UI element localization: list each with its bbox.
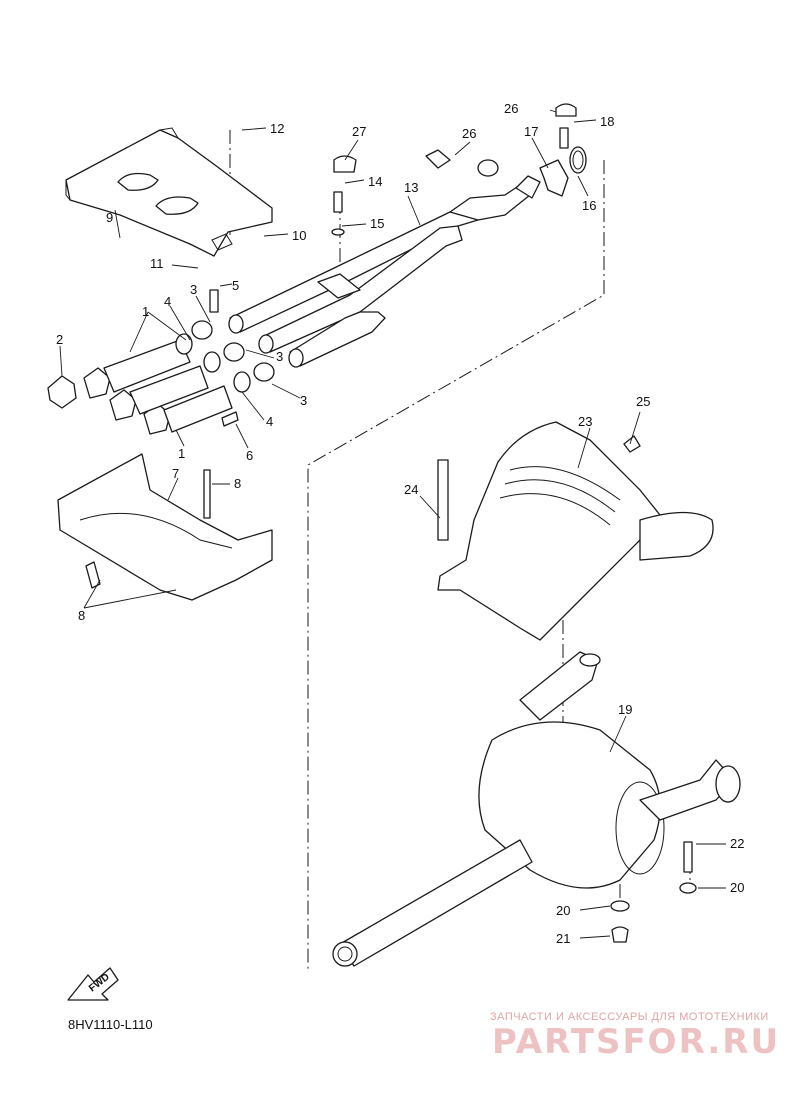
callout-4-lower: 4 [266,414,273,429]
callout-17: 17 [524,124,538,139]
muffler-protector [437,421,714,641]
y-exhaust-pipe [228,175,541,368]
callout-14: 14 [368,174,382,189]
callout-12: 12 [270,121,284,136]
part-code: 8HV1110-L110 [68,1017,153,1032]
lower-heat-shield [57,453,273,601]
callout-6: 6 [246,448,253,463]
callout-27: 27 [352,124,366,139]
callout-numbers: 1 1 2 3 3 3 4 4 5 6 7 8 8 9 10 11 12 13 … [56,101,744,946]
watermark-caption: ЗАПЧАСТИ И АКСЕССУАРЫ ДЛЯ МОТОТЕХНИКИ [490,1011,769,1023]
callout-9: 9 [106,210,113,225]
callout-3-top: 3 [190,282,197,297]
pipe-end-fittings [331,103,587,236]
callout-11: 11 [150,256,164,271]
callout-8-lower: 8 [78,608,85,623]
callout-26-grommet: 26 [462,126,476,141]
callout-26-cap: 26 [504,101,518,116]
watermark-logo: PARTSFOR.RU [492,1022,781,1062]
callout-20-left: 20 [556,903,570,918]
callout-20-right: 20 [730,880,744,895]
callout-2: 2 [56,332,63,347]
callout-1-upper: 1 [142,304,149,319]
callout-7: 7 [172,466,179,481]
callout-5: 5 [232,278,239,293]
exhaust-joints [47,289,275,435]
forward-arrow-icon: FWD [67,967,119,1001]
callout-15: 15 [370,216,384,231]
callout-23: 23 [578,414,592,429]
callout-16: 16 [582,198,596,213]
callout-22: 22 [730,836,744,851]
callout-10: 10 [292,228,306,243]
callout-25: 25 [636,394,650,409]
muffler [332,651,741,967]
callout-8-upper: 8 [234,476,241,491]
callout-18: 18 [600,114,614,129]
callout-21: 21 [556,931,570,946]
callout-19: 19 [618,702,632,717]
leader-lines [59,109,726,939]
callout-13: 13 [404,180,418,195]
callout-1-lower: 1 [178,446,185,461]
callout-4-upper: 4 [164,294,171,309]
callout-3-mid: 3 [276,349,283,364]
callout-3-bottom: 3 [300,393,307,408]
callout-24: 24 [404,482,418,497]
upper-heat-shield [65,127,273,257]
